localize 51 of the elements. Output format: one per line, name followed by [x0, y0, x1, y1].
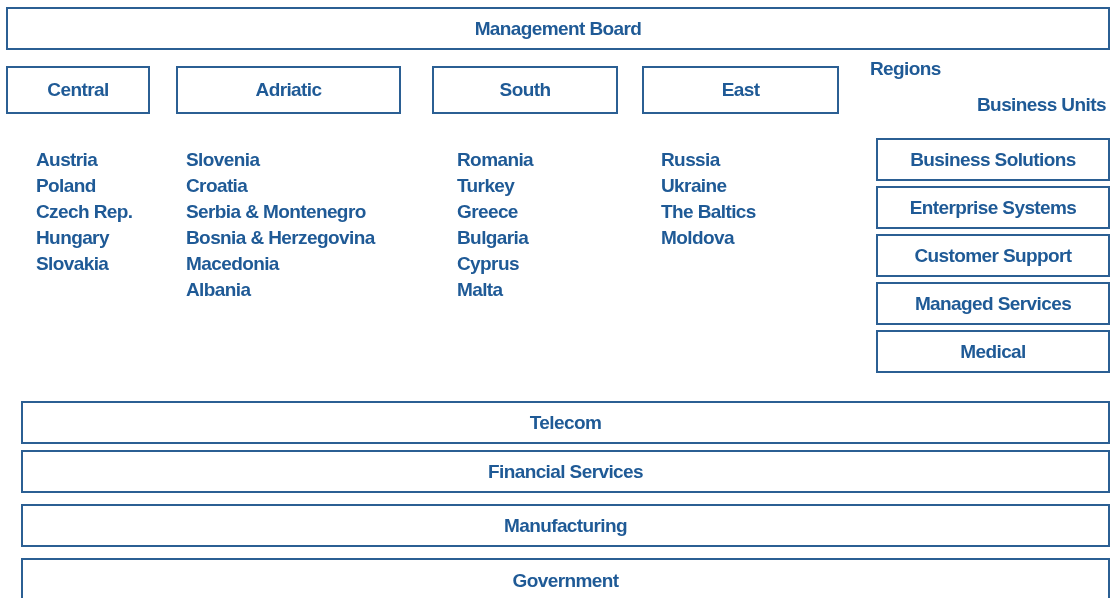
- node-title: Central: [47, 79, 109, 101]
- country-name: Albania: [186, 279, 251, 301]
- country-name: Macedonia: [186, 253, 279, 275]
- business-unit-box: [876, 186, 1110, 229]
- country-name: Bosnia & Herzegovina: [186, 227, 375, 249]
- country-name: Greece: [457, 201, 518, 223]
- country-name: Hungary: [36, 227, 109, 249]
- country-name: Poland: [36, 175, 96, 197]
- node-title: Manufacturing: [503, 514, 628, 537]
- node-title: Adriatic: [255, 79, 322, 101]
- country-name: Slovakia: [36, 253, 109, 275]
- node-title: Managed Services: [914, 292, 1072, 315]
- node-title: Customer Support: [914, 244, 1072, 267]
- region-box: [432, 66, 618, 114]
- board-box: [6, 7, 1110, 50]
- node-title: South: [499, 79, 551, 101]
- country-name: The Baltics: [661, 201, 756, 223]
- heading-label: Business Units: [977, 94, 1106, 116]
- node-title: Medical: [960, 340, 1026, 363]
- business-unit-box: [876, 330, 1110, 373]
- country-name: Malta: [457, 279, 503, 301]
- country-name: Austria: [36, 149, 98, 171]
- business-unit-box: [876, 282, 1110, 325]
- business-unit-box: [876, 234, 1110, 277]
- country-name: Serbia & Montenegro: [186, 201, 366, 223]
- country-name: Slovenia: [186, 149, 260, 171]
- country-name: Turkey: [457, 175, 515, 197]
- country-name: Bulgaria: [457, 227, 529, 249]
- country-name: Cyprus: [457, 253, 519, 275]
- industry-bar: [21, 558, 1110, 598]
- industry-bar: [21, 401, 1110, 444]
- heading-label: Regions: [870, 58, 941, 80]
- node-title: Telecom: [529, 411, 602, 434]
- country-name: Czech Rep.: [36, 201, 133, 223]
- country-name: Ukraine: [661, 175, 727, 197]
- node-title: Government: [512, 569, 619, 592]
- industry-bar: [21, 450, 1110, 493]
- country-name: Moldova: [661, 227, 734, 249]
- region-box: [642, 66, 839, 114]
- node-title: Enterprise Systems: [909, 196, 1077, 219]
- country-name: Croatia: [186, 175, 248, 197]
- region-box: [176, 66, 401, 114]
- country-name: Russia: [661, 149, 720, 171]
- node-title: Business Solutions: [910, 148, 1076, 171]
- business-unit-box: [876, 138, 1110, 181]
- node-title: Management Board: [474, 17, 642, 40]
- industry-bar: [21, 504, 1110, 547]
- country-name: Romania: [457, 149, 534, 171]
- node-title: Financial Services: [488, 460, 643, 483]
- region-box: [6, 66, 150, 114]
- node-title: East: [721, 79, 760, 101]
